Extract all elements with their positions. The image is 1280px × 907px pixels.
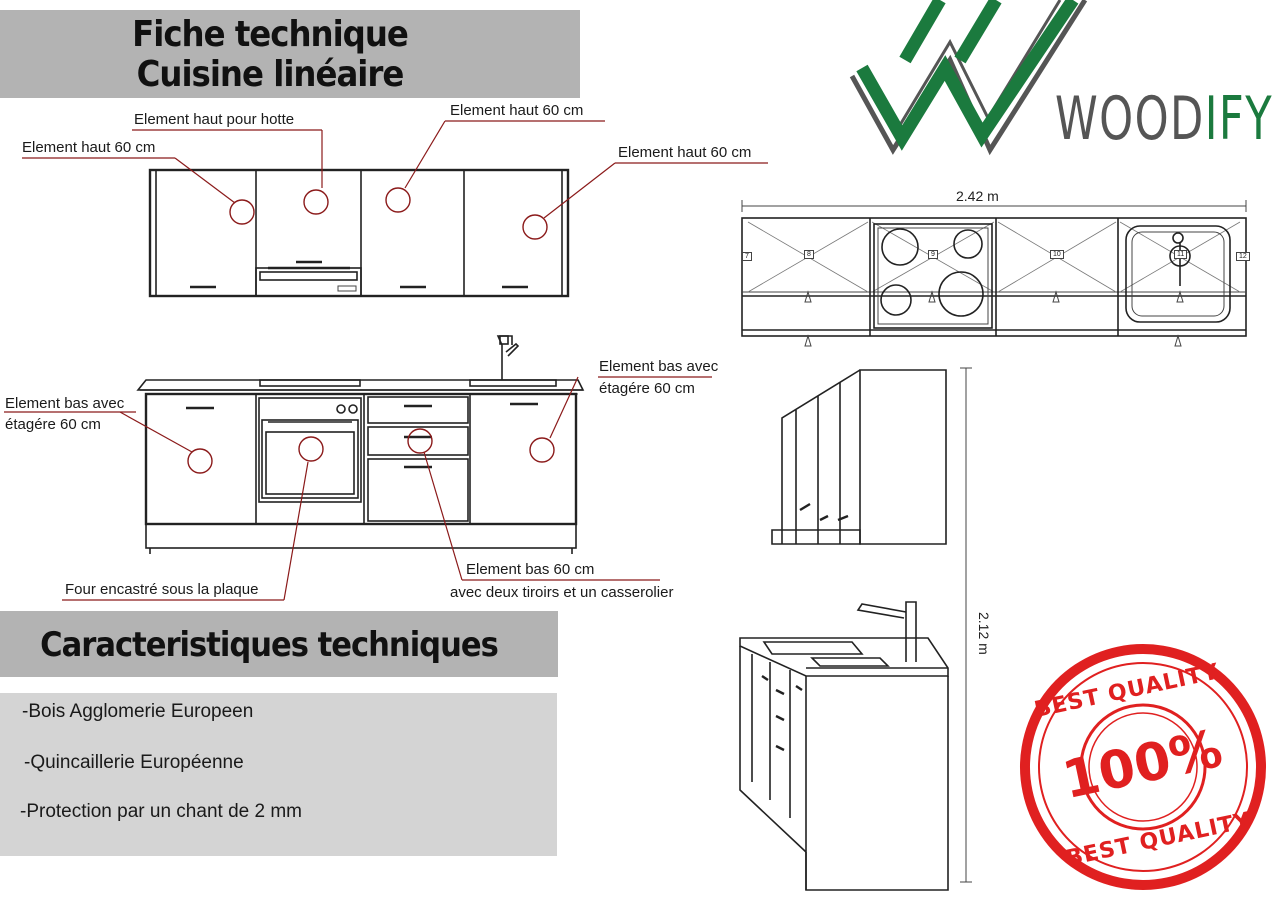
label-upper-left: Element haut 60 cm	[22, 139, 156, 156]
plan-tag-12: 12	[1236, 252, 1250, 261]
seal-center-text: 100%	[1057, 718, 1228, 812]
label-oven: Four encastré sous la plaque	[65, 581, 259, 598]
title-line-1: Fiche technique	[132, 14, 409, 55]
specs-box	[0, 693, 557, 856]
plan-view-drawing	[741, 200, 1247, 347]
label-upper-right: Element haut 60 cm	[618, 144, 752, 161]
plan-tag-11: 11	[1174, 250, 1188, 259]
width-dimension-label: 2.42 m	[956, 188, 999, 204]
label-drawers-1: Element bas 60 cm	[466, 561, 595, 578]
label-base-right-2: étagére 60 cm	[599, 380, 695, 397]
seal-text-group: BEST QUALITY 100% BEST QUALITY	[1003, 627, 1280, 907]
upper-cabinets-front	[148, 168, 570, 298]
title-line-2: Cuisine linéaire	[136, 54, 405, 95]
label-drawers-2: avec deux tiroirs et un casserolier	[450, 584, 674, 601]
brand-name-green: IFY	[1204, 84, 1274, 154]
height-dimension	[960, 367, 972, 883]
plan-tag-9: 9	[928, 250, 938, 259]
side-view-base	[739, 601, 949, 891]
label-base-right-1: Element bas avec	[599, 358, 719, 375]
specs-banner: Caracteristiques techniques	[0, 611, 558, 677]
plan-tag-7: 7	[742, 252, 752, 261]
label-upper-hood: Element haut pour hotte	[134, 111, 295, 128]
side-view-upper	[771, 369, 947, 545]
specs-title: Caracteristiques techniques	[40, 625, 499, 665]
label-base-left-1: Element bas avec	[5, 395, 125, 412]
height-dimension-label: 2.12 m	[976, 612, 992, 655]
base-cabinets-front	[136, 335, 585, 554]
label-upper-mid: Element haut 60 cm	[450, 102, 584, 119]
label-base-left-2: étagére 60 cm	[5, 416, 101, 433]
brand-name: WOODIFY	[1055, 84, 1273, 154]
seal-bottom-text: BEST QUALITY	[1063, 808, 1254, 872]
spec-item-3: -Protection par un chant de 2 mm	[20, 801, 302, 822]
brand-name-dark: WOOD	[1055, 84, 1205, 154]
plan-tag-10: 10	[1050, 250, 1064, 259]
spec-item-2: -Quincaillerie Européenne	[24, 752, 244, 773]
title-banner: Fiche technique Cuisine linéaire	[0, 10, 580, 98]
spec-item-1: -Bois Agglomerie Europeen	[22, 701, 254, 722]
plan-tag-8: 8	[804, 250, 814, 259]
